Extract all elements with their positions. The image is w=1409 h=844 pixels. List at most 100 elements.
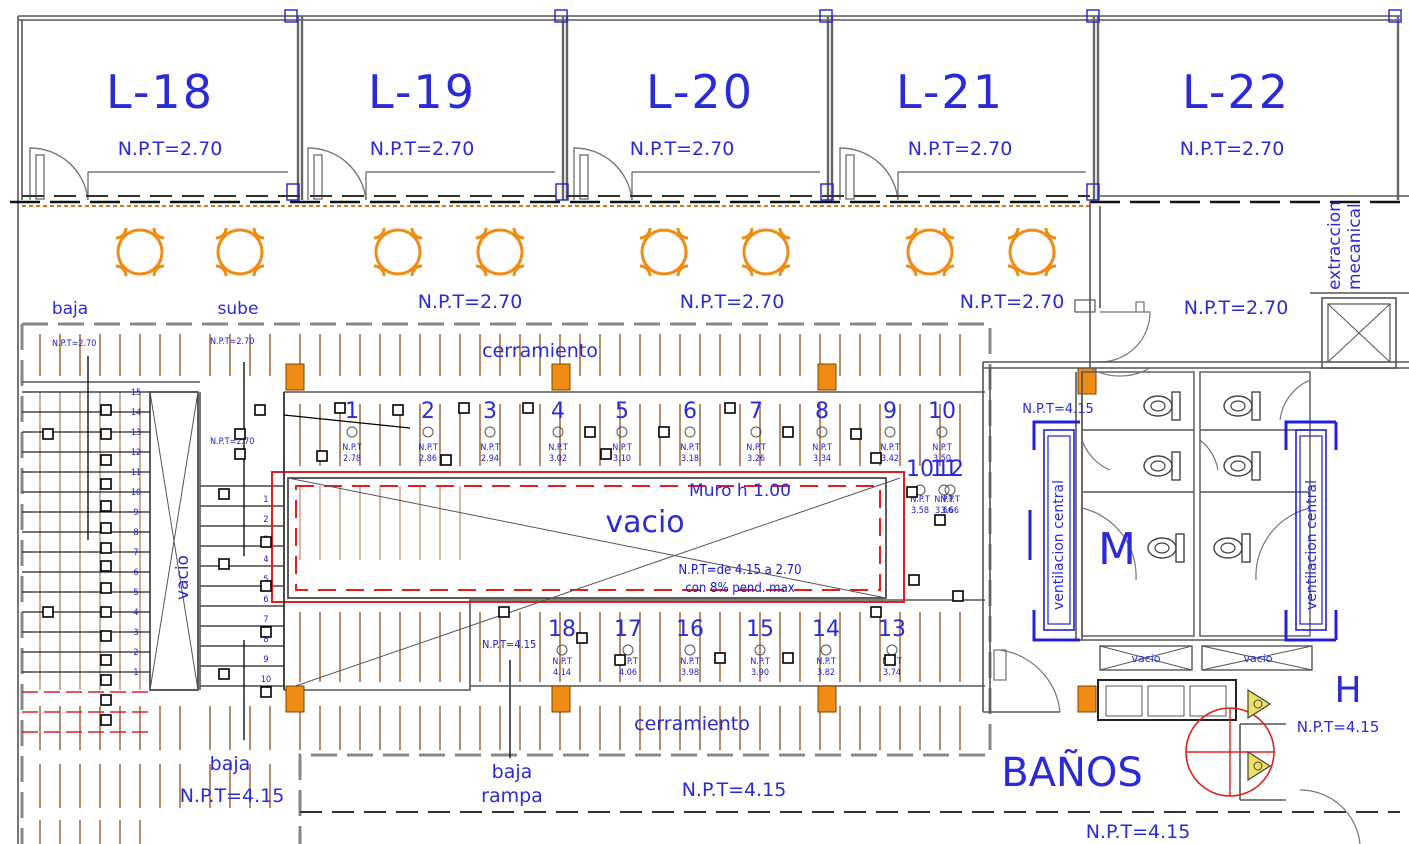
marker bbox=[100, 428, 112, 440]
ramp-start-level: N.P.T=4.15 bbox=[482, 638, 536, 651]
toilet-icon bbox=[1223, 391, 1261, 421]
stair-step-number: 2 bbox=[133, 648, 138, 658]
marker bbox=[254, 404, 266, 416]
stair-step-number: 7 bbox=[263, 615, 268, 625]
ramp-point-number: 4 bbox=[551, 399, 565, 424]
marker bbox=[934, 514, 946, 526]
marker bbox=[234, 428, 246, 440]
ramp-point-number: 18 bbox=[548, 617, 576, 642]
toilet-icon bbox=[1143, 391, 1181, 421]
marker bbox=[100, 630, 112, 642]
urinals bbox=[1247, 688, 1272, 782]
marker bbox=[100, 606, 112, 618]
marker bbox=[42, 606, 54, 618]
stair-step-number: 9 bbox=[133, 508, 138, 518]
marker bbox=[522, 402, 534, 414]
marker bbox=[870, 606, 882, 618]
table-icon bbox=[905, 227, 955, 277]
ramp-point-npt: N.P.T bbox=[750, 657, 770, 667]
table-icon bbox=[741, 227, 791, 277]
marker bbox=[782, 652, 794, 664]
column bbox=[817, 685, 837, 713]
column bbox=[551, 685, 571, 713]
void-slope-1: N.P.T=de 4.15 a 2.70 bbox=[678, 563, 801, 578]
ramp-point-number: 12 bbox=[936, 457, 964, 482]
unit-level-3: N.P.T=2.70 bbox=[630, 138, 735, 160]
marker bbox=[614, 654, 626, 666]
ramp-point-value: 3.74 bbox=[883, 668, 901, 678]
ramp-point-npt: N.P.T bbox=[880, 443, 900, 453]
corridor-level-3: N.P.T=2.70 bbox=[960, 291, 1065, 313]
marker bbox=[658, 426, 670, 438]
cerramiento-top: cerramiento bbox=[482, 340, 598, 362]
stair-step-number: 12 bbox=[131, 448, 141, 458]
banos-vacio-1: vacio bbox=[1131, 652, 1160, 665]
stairs-left-level: N.P.T=2.70 bbox=[52, 339, 96, 349]
ventilation-ducts bbox=[1028, 420, 1338, 642]
ramp-point-number: 11 bbox=[930, 457, 958, 482]
ramp-point-value: 3.98 bbox=[681, 668, 699, 678]
ramp-point-value: 3.50 bbox=[933, 454, 951, 464]
marker bbox=[100, 694, 112, 706]
marker bbox=[884, 654, 896, 666]
ramp-point-number: 10 bbox=[906, 457, 934, 482]
ramp-point-npt: N.P.T bbox=[940, 495, 960, 505]
marker bbox=[218, 668, 230, 680]
marker bbox=[498, 606, 510, 618]
unit-name-3: L-20 bbox=[646, 65, 754, 119]
unit-level-1: N.P.T=2.70 bbox=[118, 138, 223, 160]
ramp-point-value: 3.90 bbox=[751, 668, 769, 678]
marker bbox=[576, 632, 588, 644]
area-boundary bbox=[20, 322, 1400, 844]
void-title: vacio bbox=[605, 505, 684, 540]
table-icon bbox=[639, 227, 689, 277]
stair-step-number: 5 bbox=[133, 588, 138, 598]
ramp-point-value: 3.26 bbox=[747, 454, 765, 464]
marker bbox=[908, 574, 920, 586]
ramp-point-number: 10 bbox=[928, 399, 956, 424]
stair-step-number: 1 bbox=[133, 668, 138, 678]
ramp-point-value: 4.06 bbox=[619, 668, 637, 678]
ramp-point-value: 3.82 bbox=[817, 668, 835, 678]
stair-step-number: 11 bbox=[131, 468, 141, 478]
stair-step-number: 13 bbox=[131, 428, 141, 438]
ramp-point-value: 2.86 bbox=[419, 454, 437, 464]
bathrooms bbox=[982, 361, 1409, 844]
ramp-point-npt: N.P.T bbox=[680, 443, 700, 453]
table-icon bbox=[475, 227, 525, 277]
ramp-point-value: 3.66 bbox=[941, 506, 959, 516]
marker bbox=[260, 580, 272, 592]
banos-title: BAÑOS bbox=[1001, 748, 1143, 796]
stair-step-number: 15 bbox=[131, 388, 141, 398]
marker bbox=[234, 448, 246, 460]
toilets bbox=[1143, 391, 1261, 563]
urinal-icon bbox=[1247, 750, 1272, 782]
stair-step-number: 4 bbox=[263, 555, 268, 565]
stairs-mid-level: N.P.T=2.70 bbox=[210, 437, 254, 447]
structural-columns bbox=[285, 363, 1097, 713]
stair-step-number: 6 bbox=[263, 595, 268, 605]
ramp-point-npt: N.P.T bbox=[418, 443, 438, 453]
ramp-point-value: 3.66 bbox=[935, 506, 953, 516]
ramp-point-npt: N.P.T bbox=[816, 657, 836, 667]
stair-step-number: 2 bbox=[263, 515, 268, 525]
ramp-point-npt: N.P.T bbox=[480, 443, 500, 453]
ramp-void bbox=[271, 391, 985, 691]
stairs-sube: sube bbox=[218, 299, 259, 319]
marker bbox=[440, 454, 452, 466]
marker bbox=[600, 448, 612, 460]
extraccion-label-2: mecanical bbox=[1345, 203, 1365, 290]
stairs-bottom-level: N.P.T=4.15 bbox=[180, 785, 285, 807]
marker bbox=[100, 654, 112, 666]
marker bbox=[458, 402, 470, 414]
ramp-point-value: 3.02 bbox=[549, 454, 567, 464]
marker bbox=[714, 652, 726, 664]
stairs-baja-bottom: baja bbox=[210, 753, 251, 775]
ramp-point-number: 6 bbox=[683, 399, 697, 424]
ramp-point-number: 17 bbox=[614, 617, 642, 642]
ramp-point-npt: N.P.T bbox=[612, 443, 632, 453]
floor-hatch bbox=[39, 334, 961, 844]
marker bbox=[218, 558, 230, 570]
